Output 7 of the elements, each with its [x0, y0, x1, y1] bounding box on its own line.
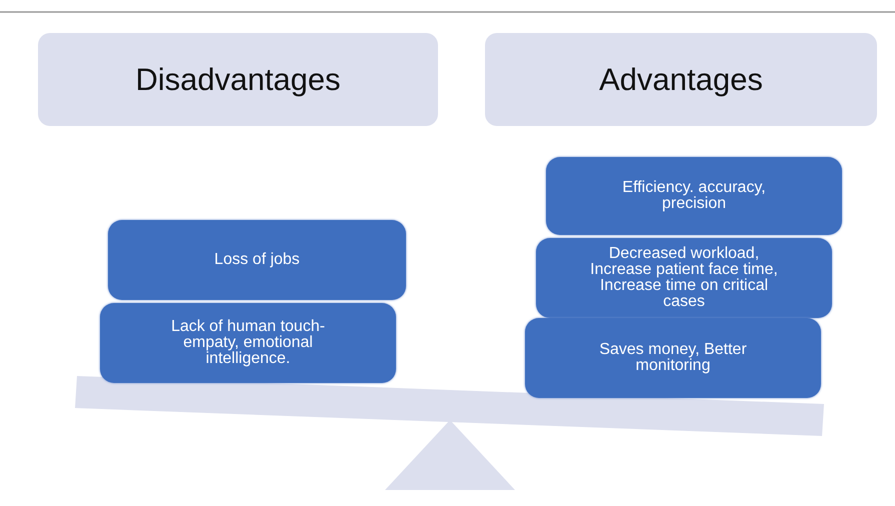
- weight-box: Saves money, Better monitoring: [525, 318, 821, 398]
- column-heading: Advantages: [485, 33, 877, 126]
- weight-box: Efficiency. accuracy, precision: [546, 157, 842, 235]
- weight-box: Loss of jobs: [108, 220, 406, 300]
- column-heading: Disadvantages: [38, 33, 438, 126]
- weight-box: Lack of human touch- empaty, emotional intelligence.: [100, 303, 396, 383]
- weight-box: Decreased workload, Increase patient face time, Increase time on critical cases: [536, 238, 832, 318]
